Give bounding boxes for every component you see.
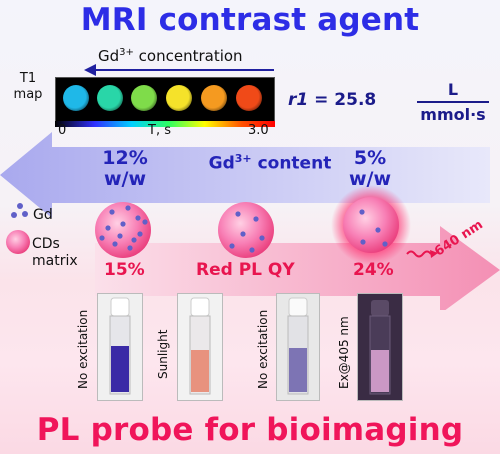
gd-content-symbol: Gd [208, 153, 235, 174]
gd-left-unit: w/w [103, 168, 147, 190]
vial-3-label: No excitation [256, 309, 270, 389]
gd-dots-left [99, 205, 148, 251]
relaxivity-unit: L mmol·s [417, 80, 489, 124]
photo-vial-4 [357, 293, 403, 401]
pl-right-value: 24% [353, 260, 394, 280]
photo-vial-1 [97, 293, 143, 401]
t1-label-line1: T1 [19, 71, 37, 86]
colorbar-max: 3.0 [248, 123, 269, 138]
vial-4-label: Ex@405 nm [337, 316, 351, 389]
photo-vial-3 [276, 293, 320, 401]
legend-cds-line1: CDs [32, 236, 60, 252]
t1-dot-5 [201, 85, 227, 111]
legend-gd-icon [11, 203, 28, 218]
legend-cds-line2: matrix [32, 253, 78, 269]
gd-content-charge: 3+ [234, 152, 252, 165]
legend-cds-label: CDs matrix [32, 236, 78, 270]
vial-2-label: Sunlight [156, 329, 170, 379]
gd-dots-middle [229, 211, 265, 253]
relaxivity-symbol: r1 [288, 90, 309, 110]
vial-1-liquid [111, 346, 129, 392]
sphere-left [95, 202, 151, 258]
vial-1-label: No excitation [76, 309, 90, 389]
photo-vial-2 [177, 293, 223, 401]
gd-dots-right [359, 209, 388, 247]
vial-2-liquid [191, 350, 209, 392]
unit-denominator: mmol·s [420, 105, 486, 124]
concentration-arrow-icon [84, 64, 274, 76]
colorbar-min: 0 [58, 123, 67, 138]
vial-1-image [98, 294, 142, 400]
gd-right-value: 5% w/w [340, 148, 400, 190]
vial-4-image [358, 294, 402, 400]
gd-charge: 3+ [119, 47, 134, 58]
relaxivity-number: = 25.8 [308, 90, 377, 110]
sphere-right [343, 197, 399, 253]
t1-dot-6 [236, 85, 262, 111]
fraction-bar [417, 101, 489, 103]
pl-qy-label: Red PL QY [196, 260, 295, 280]
gd-right-pct: 5% [353, 147, 387, 169]
gd-right-unit: w/w [348, 168, 392, 190]
sphere-middle [218, 202, 274, 258]
t1-dot-1 [63, 85, 89, 111]
gd-content-label: Gd3+ content [185, 152, 355, 174]
concentration-word: concentration [133, 47, 243, 65]
gd-concentration-label: Gd3+ concentration [98, 47, 243, 65]
t1-map-image [55, 77, 275, 122]
title-mri: MRI contrast agent [80, 2, 420, 38]
relaxivity-value: r1 = 25.8 [288, 90, 376, 110]
gradient-arrows [0, 132, 500, 310]
vial-4-liquid [371, 350, 389, 392]
colorbar-axis-label: T, s [148, 123, 171, 138]
t1-map-label: T1 map [6, 71, 50, 103]
gd-content-word: content [251, 153, 332, 174]
vial-3-liquid [289, 348, 307, 392]
t1-dot-2 [97, 85, 123, 111]
t1-dot-4 [166, 85, 192, 111]
gd-left-value: 12% w/w [95, 148, 155, 190]
pl-left-value: 15% [104, 260, 145, 280]
unit-numerator: L [447, 80, 459, 99]
emission-wave-icon [406, 250, 432, 258]
t1-colorbar [55, 121, 275, 127]
gd-symbol: Gd [98, 47, 120, 65]
t1-label-line2: map [13, 87, 43, 102]
vial-2-image [178, 294, 222, 400]
title-pl-probe: PL probe for bioimaging [36, 412, 464, 448]
gd-left-pct: 12% [102, 147, 148, 169]
legend-gd-label: Gd [33, 207, 53, 223]
vial-3-image [277, 294, 319, 400]
t1-dot-3 [131, 85, 157, 111]
legend-cds-icon [6, 230, 30, 254]
